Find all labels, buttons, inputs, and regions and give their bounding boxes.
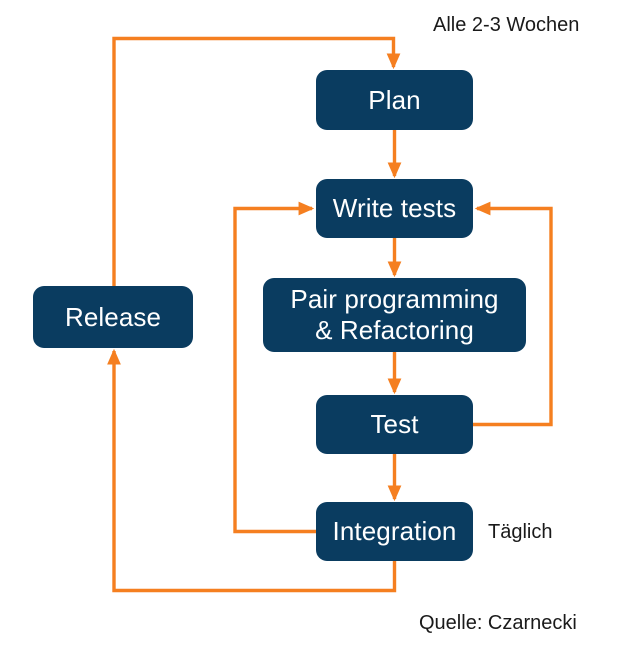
node-test-label: Test [370,409,419,440]
node-integration-label: Integration [332,516,457,547]
node-write-tests-label: Write tests [332,193,457,224]
node-write-tests[interactable]: Write tests [316,179,473,238]
node-integration[interactable]: Integration [316,502,473,561]
annotation-cadence: Alle 2-3 Wochen [433,14,580,36]
annotation-source: Quelle: Czarnecki [419,612,577,634]
edge-release-to-plan [112,36,401,286]
node-release[interactable]: Release [33,286,193,348]
node-release-label: Release [64,301,162,332]
edge-integration-to-release [107,348,397,593]
edge-integration-to-write-tests-feedback [233,201,316,534]
node-plan-label: Plan [368,84,421,115]
edge-test-to-write-tests-feedback [473,201,553,427]
node-plan[interactable]: Plan [316,70,473,130]
node-pair-programming-refactoring-label: Pair programming & Refactoring [290,284,499,345]
annotation-daily: Täglich [488,521,553,543]
node-test[interactable]: Test [316,395,473,454]
node-pair-programming-refactoring[interactable]: Pair programming & Refactoring [263,278,526,352]
